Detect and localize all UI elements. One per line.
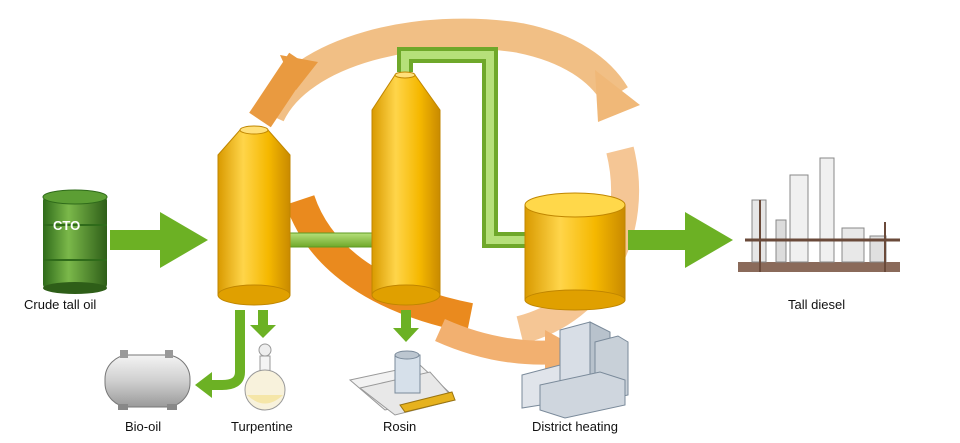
storage-tank [524,192,626,311]
turpentine-arrow [250,310,276,338]
rosin-papers-icon [348,350,456,416]
refinery-icon [738,157,900,272]
feed-arrow [110,212,208,268]
flask-icon [244,343,286,411]
distillation-column-2 [371,71,441,306]
oil-tank-icon [104,350,191,410]
bio-oil-arrow [195,310,245,398]
tall-diesel-label: Tall diesel [788,297,846,312]
rosin-label: Rosin [383,419,417,434]
turpentine-label: Turpentine [231,419,293,434]
cto-drum-label: CTO [53,218,81,233]
district-heating-buildings-icon [521,321,629,419]
crude-tall-oil-label: Crude tall oil [24,297,97,312]
district-heating-label: District heating [532,419,618,434]
cto-drum-icon [42,189,108,294]
product-arrow [628,212,733,268]
energy-cycle-arrows [249,18,640,372]
distillation-column-1 [217,125,291,306]
rosin-arrow [393,310,419,342]
bio-oil-label: Bio-oil [125,419,162,434]
